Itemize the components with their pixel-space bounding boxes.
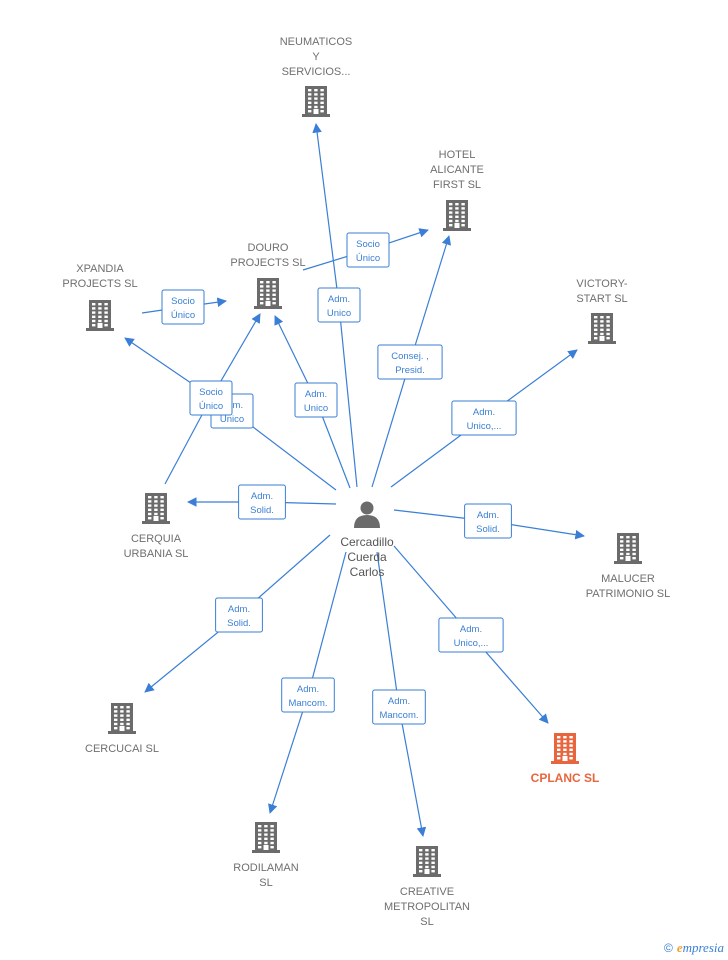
company-node-malucer[interactable]: MALUCER PATRIMONIO SL <box>586 533 671 600</box>
relation-text: Solid. <box>227 618 251 629</box>
relation-text: Socio <box>171 296 195 307</box>
relation-text: Consej. , <box>391 351 429 362</box>
building-icon <box>252 822 280 853</box>
company-node-xpandia[interactable]: XPANDIA PROJECTS SL <box>62 263 138 331</box>
company-label: RODILAMAN <box>233 862 298 874</box>
building-icon <box>588 313 616 344</box>
relation-text: Socio <box>199 387 223 398</box>
company-label: HOTEL <box>439 149 476 161</box>
company-node-cplanc[interactable]: CPLANC SL <box>531 733 600 785</box>
building-icon <box>254 278 282 309</box>
company-label: START SL <box>576 293 627 305</box>
relation-text: Único <box>356 253 380 264</box>
relation-text: Unico <box>220 414 244 425</box>
relation-text: Adm. <box>477 510 499 521</box>
person-name: Carlos <box>350 565 385 579</box>
company-label: SL <box>420 916 433 928</box>
building-icon <box>86 300 114 331</box>
relation-label-r-hotel[interactable]: Consej. , Presid. <box>377 344 443 380</box>
person-name: Cuerda <box>347 550 387 564</box>
company-node-cercucai[interactable]: CERCUCAI SL <box>85 703 159 755</box>
company-label: Y <box>312 51 320 63</box>
company-label: METROPOLITAN <box>384 901 470 913</box>
company-label: FIRST SL <box>433 179 481 191</box>
company-label: SERVICIOS... <box>282 66 351 78</box>
relation-text: Unico,... <box>454 638 489 649</box>
building-icon <box>302 86 330 117</box>
building-icon <box>108 703 136 734</box>
relation-text: Solid. <box>250 505 274 516</box>
relation-text: Único <box>171 310 195 321</box>
relation-label-r-neumaticos[interactable]: Adm. Unico <box>317 287 361 323</box>
company-node-victory[interactable]: VICTORY- START SL <box>576 278 628 344</box>
relation-text: Adm. <box>251 491 273 502</box>
company-node-rodilaman[interactable]: RODILAMAN SL <box>233 822 299 889</box>
relation-text: Unico <box>304 403 328 414</box>
relation-text: Mancom. <box>379 710 418 721</box>
edges <box>124 123 585 837</box>
company-label: SL <box>259 877 272 889</box>
relation-label-r-cerquia[interactable]: Adm. Solid. <box>238 484 286 520</box>
company-label: NEUMATICOS <box>280 36 353 48</box>
relation-label-r-douro[interactable]: Adm. Unico <box>294 382 338 418</box>
building-icon <box>614 533 642 564</box>
relation-label-r-cplanc[interactable]: Adm. Unico,... <box>438 617 504 653</box>
company-label: PROJECTS SL <box>62 278 137 290</box>
company-label: VICTORY- <box>576 278 627 290</box>
relation-label-r-malucer[interactable]: Adm. Solid. <box>464 503 512 539</box>
company-label: MALUCER <box>601 573 655 585</box>
company-label: PATRIMONIO SL <box>586 588 671 600</box>
company-node-creative[interactable]: CREATIVE METROPOLITAN SL <box>384 846 470 928</box>
person-icon <box>354 501 380 528</box>
relation-text: Adm. <box>228 604 250 615</box>
relation-text: Adm. <box>473 407 495 418</box>
company-label: XPANDIA <box>76 263 124 275</box>
relation-text: Socio <box>356 239 380 250</box>
company-label: CREATIVE <box>400 886 454 898</box>
relation-text: Adm. <box>297 684 319 695</box>
relation-label-r-cercucai[interactable]: Adm. Solid. <box>215 597 263 633</box>
copyright-icon: © <box>663 941 673 955</box>
company-label: CPLANC SL <box>531 771 600 785</box>
company-label: CERCUCAI SL <box>85 743 159 755</box>
building-icon <box>413 846 441 877</box>
relation-text: Adm. <box>460 624 482 635</box>
relation-text: Adm. <box>305 389 327 400</box>
building-icon <box>551 733 579 764</box>
company-label: ALICANTE <box>430 164 484 176</box>
company-label: PROJECTS SL <box>230 257 305 269</box>
relation-label-r-victory[interactable]: Adm. Unico,... <box>451 400 517 436</box>
person-name: Cercadillo <box>340 535 394 549</box>
building-icon <box>142 493 170 524</box>
relation-label-r-creative[interactable]: Adm. Mancom. <box>372 689 426 725</box>
company-label: CERQUIA <box>131 533 182 545</box>
building-icon <box>443 200 471 231</box>
company-node-douro[interactable]: DOURO PROJECTS SL <box>230 242 306 309</box>
relation-text: Solid. <box>476 524 500 535</box>
company-label: URBANIA SL <box>124 548 189 560</box>
relation-text: Único <box>199 401 223 412</box>
empresia-logo: ©empresia <box>663 940 724 955</box>
relation-text: Mancom. <box>288 698 327 709</box>
relation-text: Presid. <box>395 365 425 376</box>
relation-text: Adm. <box>388 696 410 707</box>
relation-text: Unico <box>327 308 351 319</box>
relation-text: Unico,... <box>467 421 502 432</box>
company-node-neumaticos[interactable]: NEUMATICOS Y SERVICIOS... <box>280 36 353 117</box>
companies: NEUMATICOS Y SERVICIOS... HOTEL ALICANTE FIRS… <box>62 36 670 928</box>
company-node-cerquia[interactable]: CERQUIA URBANIA SL <box>124 493 189 560</box>
company-label: DOURO <box>248 242 289 254</box>
relation-label-r-rodilaman[interactable]: Adm. Mancom. <box>281 677 335 713</box>
relation-text: Adm. <box>328 294 350 305</box>
company-node-hotel[interactable]: HOTEL ALICANTE FIRST SL <box>430 149 484 231</box>
